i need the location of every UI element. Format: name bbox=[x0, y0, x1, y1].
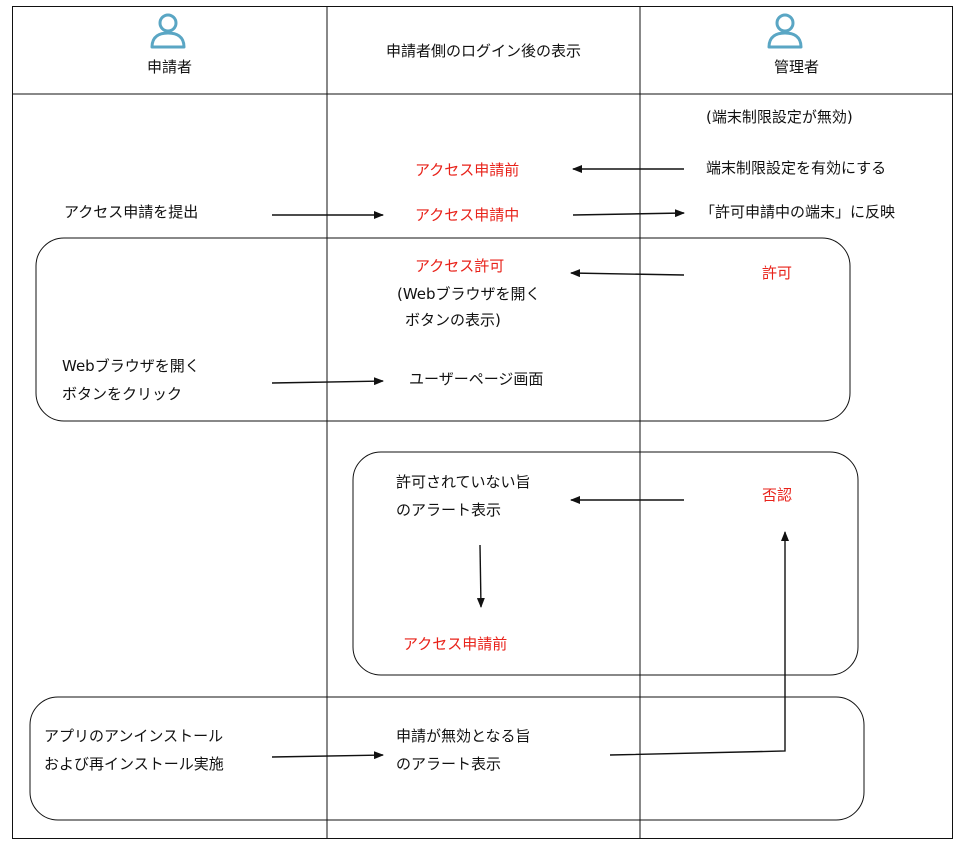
arrow-alert-to-before bbox=[476, 544, 485, 608]
label-submit-request: アクセス申請を提出 bbox=[64, 203, 199, 221]
action-permit: 許可 bbox=[762, 264, 793, 282]
label-reinstall-line2: および再インストール実施 bbox=[44, 755, 224, 773]
lane-header-display: 申請者側のログイン後の表示 bbox=[385, 42, 581, 60]
state-request-pending: アクセス申請中 bbox=[415, 206, 520, 224]
state-before-request: アクセス申請前 bbox=[415, 161, 520, 179]
action-enable-restriction: 端末制限設定を有効にする bbox=[706, 159, 887, 177]
admin-user-icon bbox=[767, 13, 803, 49]
alert-not-allowed-line2: のアラート表示 bbox=[396, 501, 502, 519]
lane-header-applicant: 申請者 bbox=[146, 58, 192, 76]
note-browser-button-line1: (Webブラウザを開く bbox=[397, 285, 541, 303]
note-browser-button-line2: ボタンの表示) bbox=[405, 311, 501, 329]
note-restriction-disabled: (端末制限設定が無効) bbox=[706, 108, 853, 126]
group-box-reinstall bbox=[29, 696, 865, 821]
alert-not-allowed-line1: 許可されていない旨 bbox=[396, 473, 531, 491]
lane-header-admin: 管理者 bbox=[773, 58, 819, 76]
label-reinstall-line1: アプリのアンインストール bbox=[44, 727, 224, 745]
action-reflect-pending: 「許可申請中の端末」に反映 bbox=[700, 203, 896, 221]
alert-invalid-line2: のアラート表示 bbox=[396, 755, 502, 773]
state-before-request-again: アクセス申請前 bbox=[403, 635, 508, 653]
group-box-denied bbox=[352, 451, 859, 676]
arrow-invalid-to-deny bbox=[609, 531, 789, 756]
arrow-click-to-userpage bbox=[271, 377, 384, 386]
action-deny: 否認 bbox=[762, 486, 793, 504]
state-user-page: ユーザーページ画面 bbox=[409, 370, 544, 388]
label-click-browser-line1: Webブラウザを開く bbox=[62, 357, 200, 375]
group-box-access-granted bbox=[35, 237, 851, 422]
state-access-granted: アクセス許可 bbox=[415, 257, 505, 275]
arrow-reinstall-to-invalid bbox=[271, 751, 384, 760]
swimlane-frame bbox=[12, 6, 953, 839]
label-click-browser-line2: ボタンをクリック bbox=[62, 385, 183, 403]
arrow-permit-to-granted bbox=[570, 269, 685, 278]
applicant-user-icon bbox=[150, 13, 186, 49]
alert-invalid-line1: 申請が無効となる旨 bbox=[396, 727, 531, 745]
arrow-pending-to-admin bbox=[572, 209, 685, 218]
